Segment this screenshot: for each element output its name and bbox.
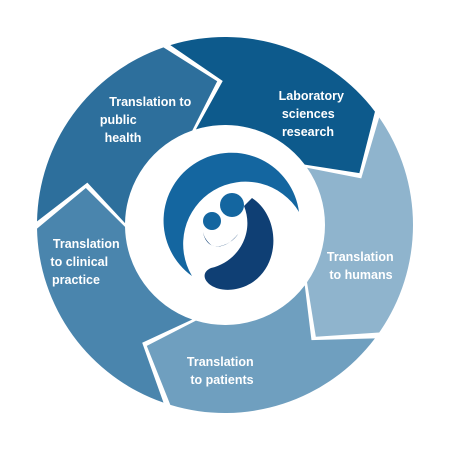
cycle-segments (37, 37, 413, 413)
logo-mother-body (204, 198, 274, 290)
label-laboratory-research: Laboratory sciences research (279, 89, 348, 139)
label-translation-to-humans: Translation to humans (327, 250, 397, 282)
logo-child-head (203, 212, 221, 230)
segment-clinical-practice (37, 47, 218, 224)
segment-translation-to-patients (37, 187, 193, 403)
logo-mother-head (220, 193, 244, 217)
segment-laboratory-research (307, 117, 413, 337)
label-clinical-practice: Translation to clinical practice (50, 237, 123, 287)
label-public-health: Translation to public health (100, 95, 195, 145)
logo-child-body (203, 232, 238, 247)
segment-translation-to-humans (146, 285, 375, 413)
logo-outer-swoosh (163, 152, 299, 276)
mother-and-child-logo (163, 152, 299, 290)
label-translation-to-patients: Translation to patients (187, 355, 257, 387)
segment-public-health (170, 37, 375, 174)
